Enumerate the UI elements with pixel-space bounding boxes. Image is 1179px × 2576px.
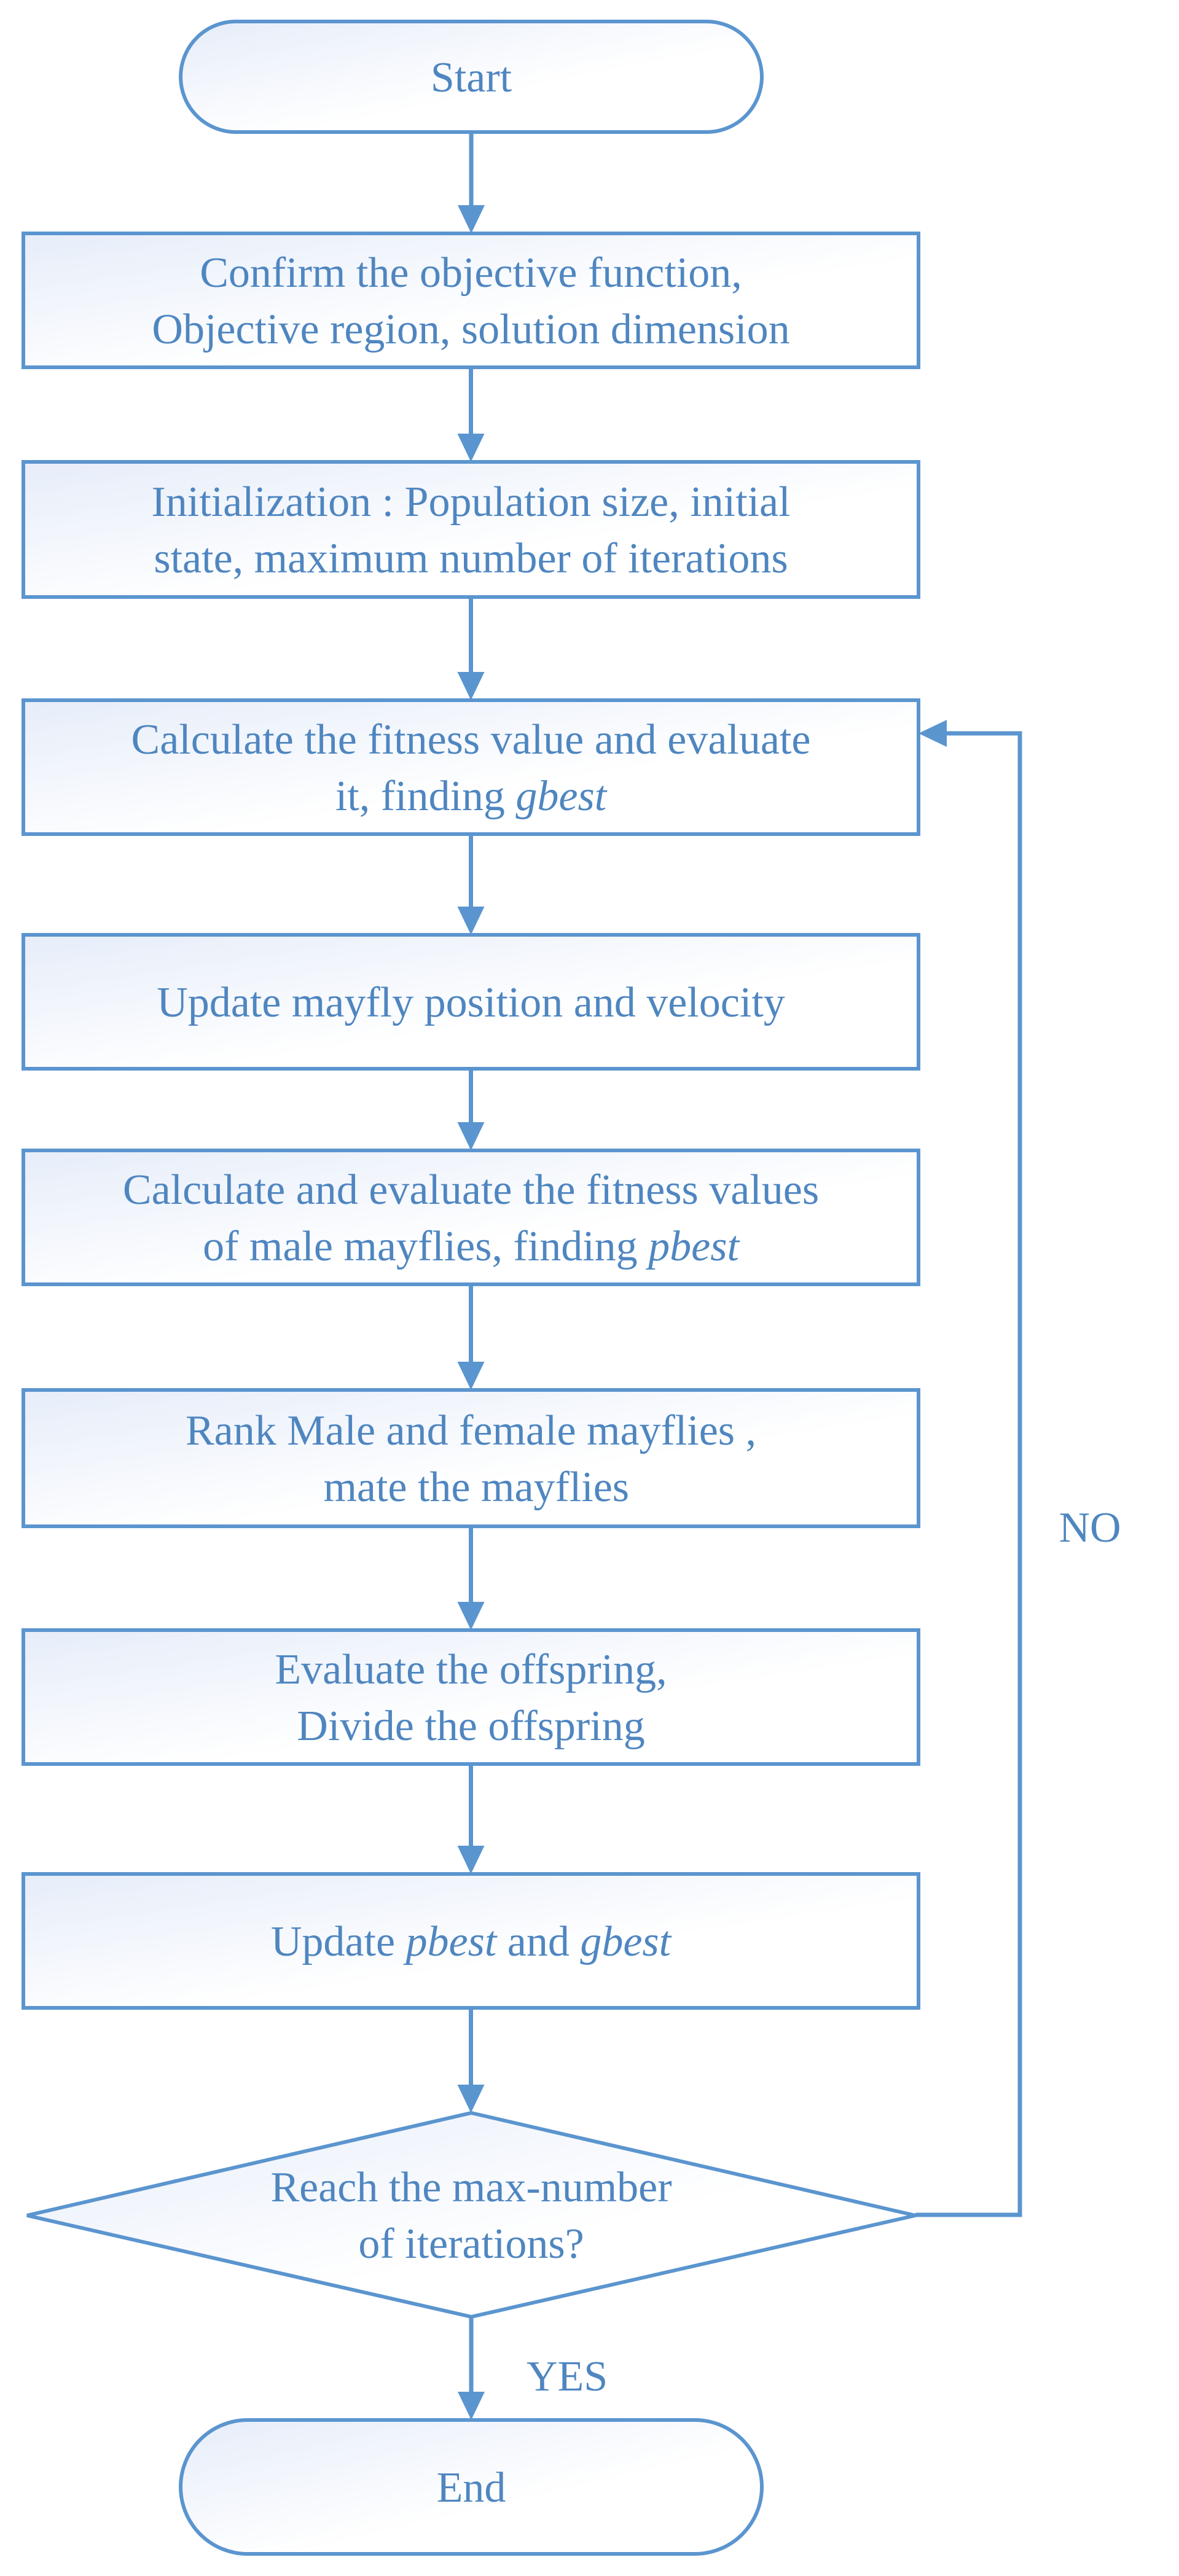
connector-decision-to-fitness: NO	[915, 720, 1121, 2217]
arrowhead	[457, 1362, 485, 1390]
connector-update-best-to-decision	[457, 2008, 485, 2113]
label-text: Update	[271, 1918, 406, 1965]
max-iterations-decision: Reach the max-number of iterations?	[26, 2110, 916, 2319]
connector-rank-to-offspring	[457, 1526, 485, 1630]
label-text: Start	[431, 54, 512, 101]
rank-mate-label: Rank Male and female mayflies , mate the…	[186, 1407, 756, 1511]
connector-update-mayfly-to-male	[457, 1069, 485, 1150]
label-line: Update pbest and gbest	[271, 1918, 672, 1965]
update-best-label: Update pbest and gbest	[271, 1918, 672, 1965]
update-best-box: Update pbest and gbest	[22, 1872, 920, 2010]
connector-male-to-rank	[457, 1284, 485, 1390]
label-text: of male mayflies, finding	[203, 1223, 648, 1270]
label-line: Calculate the fitness value and evaluate	[131, 716, 811, 763]
label-text: Objective region, solution dimension	[152, 306, 789, 353]
update-mayfly-label: Update mayfly position and velocity	[157, 979, 785, 1026]
label-line: Reach the max-number	[270, 2164, 672, 2211]
confirm-objective-box: Confirm the objective function, Objective…	[22, 232, 920, 369]
label-line: Confirm the objective function,	[200, 249, 742, 297]
arrowhead	[457, 1602, 485, 1630]
label-text: Initialization : Population size, initia…	[151, 478, 790, 526]
label-line: Divide the offspring	[297, 1703, 644, 1750]
arrowhead	[458, 205, 485, 233]
label-line: Start	[431, 54, 512, 101]
connector-line	[915, 731, 1022, 2217]
connector-fitness-to-update-mayfly	[457, 834, 485, 935]
start-terminal: Start	[179, 20, 764, 134]
label-text: Confirm the objective function,	[200, 249, 742, 297]
label-line: Objective region, solution dimension	[152, 306, 789, 353]
nodes: Start Confirm the objective function, Obj…	[22, 20, 920, 2556]
arrowhead	[457, 2085, 485, 2113]
update-mayfly-box: Update mayfly position and velocity	[22, 933, 920, 1071]
label-text: of iterations?	[358, 2220, 584, 2268]
label-text: Evaluate the offspring,	[275, 1646, 667, 1693]
initialization-box: Initialization : Population size, initia…	[22, 460, 920, 599]
arrowhead	[457, 672, 485, 700]
label-variable: pbest	[403, 1918, 498, 1965]
offspring-label: Evaluate the offspring, Divide the offspr…	[275, 1646, 667, 1750]
initialization-label: Initialization : Population size, initia…	[151, 478, 790, 582]
label-line: Initialization : Population size, initia…	[151, 478, 790, 526]
label-line: state, maximum number of iterations	[154, 535, 788, 582]
male-fitness-box: Calculate and evaluate the fitness value…	[22, 1149, 920, 1286]
arrowhead	[458, 2392, 485, 2420]
connector-decision-to-end: YES	[458, 2317, 608, 2420]
label-line: End	[437, 2464, 506, 2512]
label-text: Divide the offspring	[297, 1703, 644, 1750]
label-line: Rank Male and female mayflies ,	[186, 1407, 756, 1454]
arrowhead	[457, 907, 485, 935]
rank-mate-box: Rank Male and female mayflies , mate the…	[22, 1388, 920, 1528]
label-line: of male mayflies, finding pbest	[203, 1223, 740, 1270]
connector-offspring-to-update-best	[457, 1764, 485, 1874]
label-text: it, finding	[335, 773, 516, 820]
label-variable: gbest	[580, 1918, 672, 1965]
label-line: Calculate and evaluate the fitness value…	[123, 1166, 819, 1214]
arrowhead	[457, 1122, 485, 1150]
connector-start-to-confirm	[458, 132, 485, 233]
end-terminal: End	[179, 2418, 764, 2556]
label-text: Calculate the fitness value and evaluate	[131, 716, 811, 763]
label-line: of iterations?	[358, 2220, 584, 2268]
arrowhead	[457, 434, 485, 462]
label-variable: pbest	[645, 1223, 740, 1270]
end-label: End	[437, 2464, 506, 2512]
confirm-objective-label: Confirm the objective function, Objective…	[152, 249, 789, 353]
label-line: Update mayfly position and velocity	[157, 979, 785, 1026]
calculate-fitness-label: Calculate the fitness value and evaluate…	[131, 716, 811, 820]
connectors: YES NO	[457, 132, 1121, 2420]
label-text: state, maximum number of iterations	[154, 535, 788, 582]
label-text: Update mayfly position and velocity	[157, 979, 785, 1026]
connector-init-to-fitness	[457, 597, 485, 700]
label-text: Calculate and evaluate the fitness value…	[123, 1166, 819, 1214]
label-line: Evaluate the offspring,	[275, 1646, 667, 1693]
arrowhead	[457, 1846, 485, 1874]
edge-label-yes: YES	[527, 2353, 608, 2400]
label-text: and	[496, 1918, 580, 1965]
male-fitness-label: Calculate and evaluate the fitness value…	[123, 1166, 819, 1270]
label-text: Rank Male and female mayflies ,	[186, 1407, 756, 1454]
edge-label-no: NO	[1059, 1504, 1121, 1551]
label-text: End	[437, 2464, 506, 2512]
arrowhead	[919, 720, 947, 747]
label-text: mate the mayflies	[313, 1464, 629, 1511]
start-label: Start	[431, 54, 512, 101]
label-line: mate the mayflies	[313, 1464, 629, 1511]
label-variable: gbest	[515, 773, 607, 820]
connector-confirm-to-init	[457, 367, 485, 462]
label-line: it, finding gbest	[335, 773, 608, 820]
label-text: Reach the max-number	[270, 2164, 672, 2211]
calculate-fitness-box: Calculate the fitness value and evaluate…	[22, 698, 920, 836]
max-iterations-label: Reach the max-number of iterations?	[270, 2164, 672, 2268]
offspring-box: Evaluate the offspring, Divide the offspr…	[22, 1628, 920, 1766]
